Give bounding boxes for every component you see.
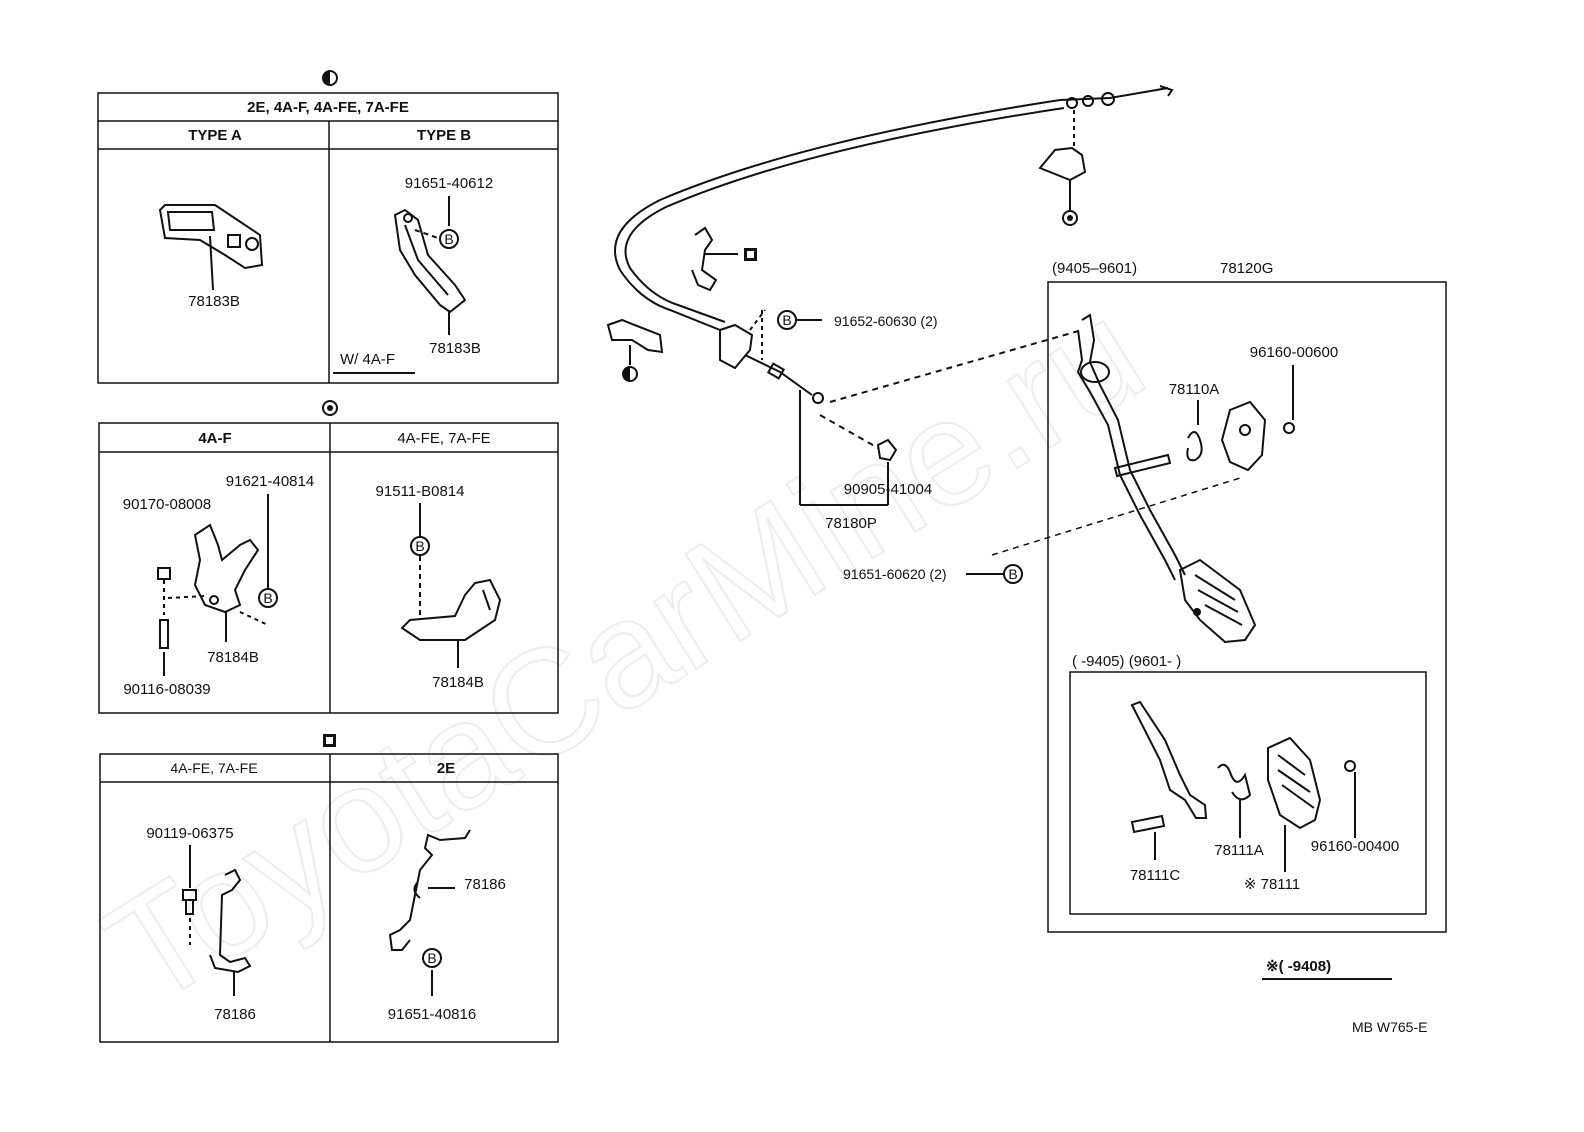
panel2-col-4afe: 4A-FE, 7A-FE	[397, 430, 490, 447]
target-circle-cable-icon	[1062, 210, 1078, 226]
main-inset-range: ( -9405) (9601- )	[1072, 653, 1181, 670]
main-pad-nut-inset: 96160-00400	[1311, 838, 1399, 855]
square-cable-icon	[744, 248, 757, 261]
main-bolt-bottom: 91651-60620 (2)	[843, 566, 947, 582]
main-pin: 78111C	[1130, 867, 1180, 884]
b-mark-panel2-b: B	[410, 536, 430, 556]
pedal-inset-drawing	[1130, 700, 1356, 872]
main-clip: 90905-41004	[844, 481, 932, 498]
panel2-part-b: 78184B	[432, 674, 484, 691]
panel2-part-a: 78184B	[207, 649, 259, 666]
panel-2e	[99, 753, 559, 1043]
accelerator-cable-drawing	[606, 85, 1174, 506]
bracket-4afe-drawing	[400, 503, 502, 668]
square-symbol-icon	[323, 734, 336, 747]
panel1-part-a: 78183B	[188, 293, 240, 310]
bracket-4af-drawing	[157, 494, 269, 676]
target-circle-symbol-icon	[322, 400, 338, 416]
panel1-header: 2E, 4A-F, 4A-FE, 7A-FE	[247, 99, 409, 116]
panel1-bolt-b: 91651-40612	[405, 175, 493, 192]
main-bolt-top: 91652-60630 (2)	[834, 313, 938, 329]
main-pedal-assy: 78120G	[1220, 260, 1273, 277]
panel1-sub-b: W/ 4A-F	[340, 351, 395, 368]
rod-2e-drawing	[388, 829, 471, 996]
b-mark-panel1: B	[439, 229, 459, 249]
pedal-box	[1047, 281, 1447, 933]
svg-text:B: B	[782, 312, 791, 328]
svg-text:B: B	[1008, 566, 1017, 582]
pedal-arm-drawing	[1076, 313, 1295, 644]
half-circle-symbol-icon	[322, 70, 338, 86]
panel3-col-2e: 2E	[437, 760, 455, 777]
panel3-part-b: 78186	[464, 876, 506, 893]
panel2-bolt-a: 91621-40814	[226, 473, 314, 490]
svg-text:B: B	[444, 231, 453, 247]
svg-text:B: B	[415, 538, 424, 554]
b-mark-panel2-a: B	[258, 588, 278, 608]
pedal-inset-box	[1069, 671, 1427, 915]
panel3-bolt-b: 91651-40816	[388, 1006, 476, 1023]
panel-type-ab	[97, 92, 559, 384]
main-cable: 78180P	[825, 515, 877, 532]
svg-text:B: B	[263, 590, 272, 606]
half-circle-cable-icon	[622, 366, 638, 382]
panel-4af	[98, 422, 559, 714]
note-star: ※( -9408)	[1266, 958, 1331, 975]
main-pad-nut: 96160-00600	[1250, 344, 1338, 361]
panel2-bolt-b: 91511-B0814	[376, 483, 465, 500]
main-spring-inset: 78111A	[1214, 842, 1264, 859]
footer-code: MB W765-E	[1352, 1019, 1427, 1035]
main-pedal-range: (9405–9601)	[1052, 260, 1137, 277]
panel2-stud-a: 90116-08039	[123, 681, 210, 698]
rod-4afe-drawing	[182, 845, 252, 996]
bracket-type-a-drawing	[158, 204, 264, 291]
panel2-col-4af: 4A-F	[198, 430, 231, 447]
bracket-type-b-drawing	[393, 196, 467, 335]
main-pad: ※ 78111	[1244, 876, 1300, 893]
panel2-nut-a: 90170-08008	[123, 496, 211, 513]
panel3-part-a: 78186	[214, 1006, 256, 1023]
panel3-bolt-a: 90119-06375	[146, 825, 233, 842]
panel1-col-type-b: TYPE B	[417, 127, 471, 144]
b-mark-cable-top: B	[777, 310, 797, 330]
b-mark-panel3: B	[422, 948, 442, 968]
main-spring: 78110A	[1169, 381, 1220, 398]
b-mark-cable-bottom: B	[1003, 564, 1023, 584]
panel1-part-b: 78183B	[429, 340, 481, 357]
svg-text:B: B	[427, 950, 436, 966]
panel3-col-4afe: 4A-FE, 7A-FE	[170, 760, 257, 776]
panel1-col-type-a: TYPE A	[188, 127, 242, 144]
